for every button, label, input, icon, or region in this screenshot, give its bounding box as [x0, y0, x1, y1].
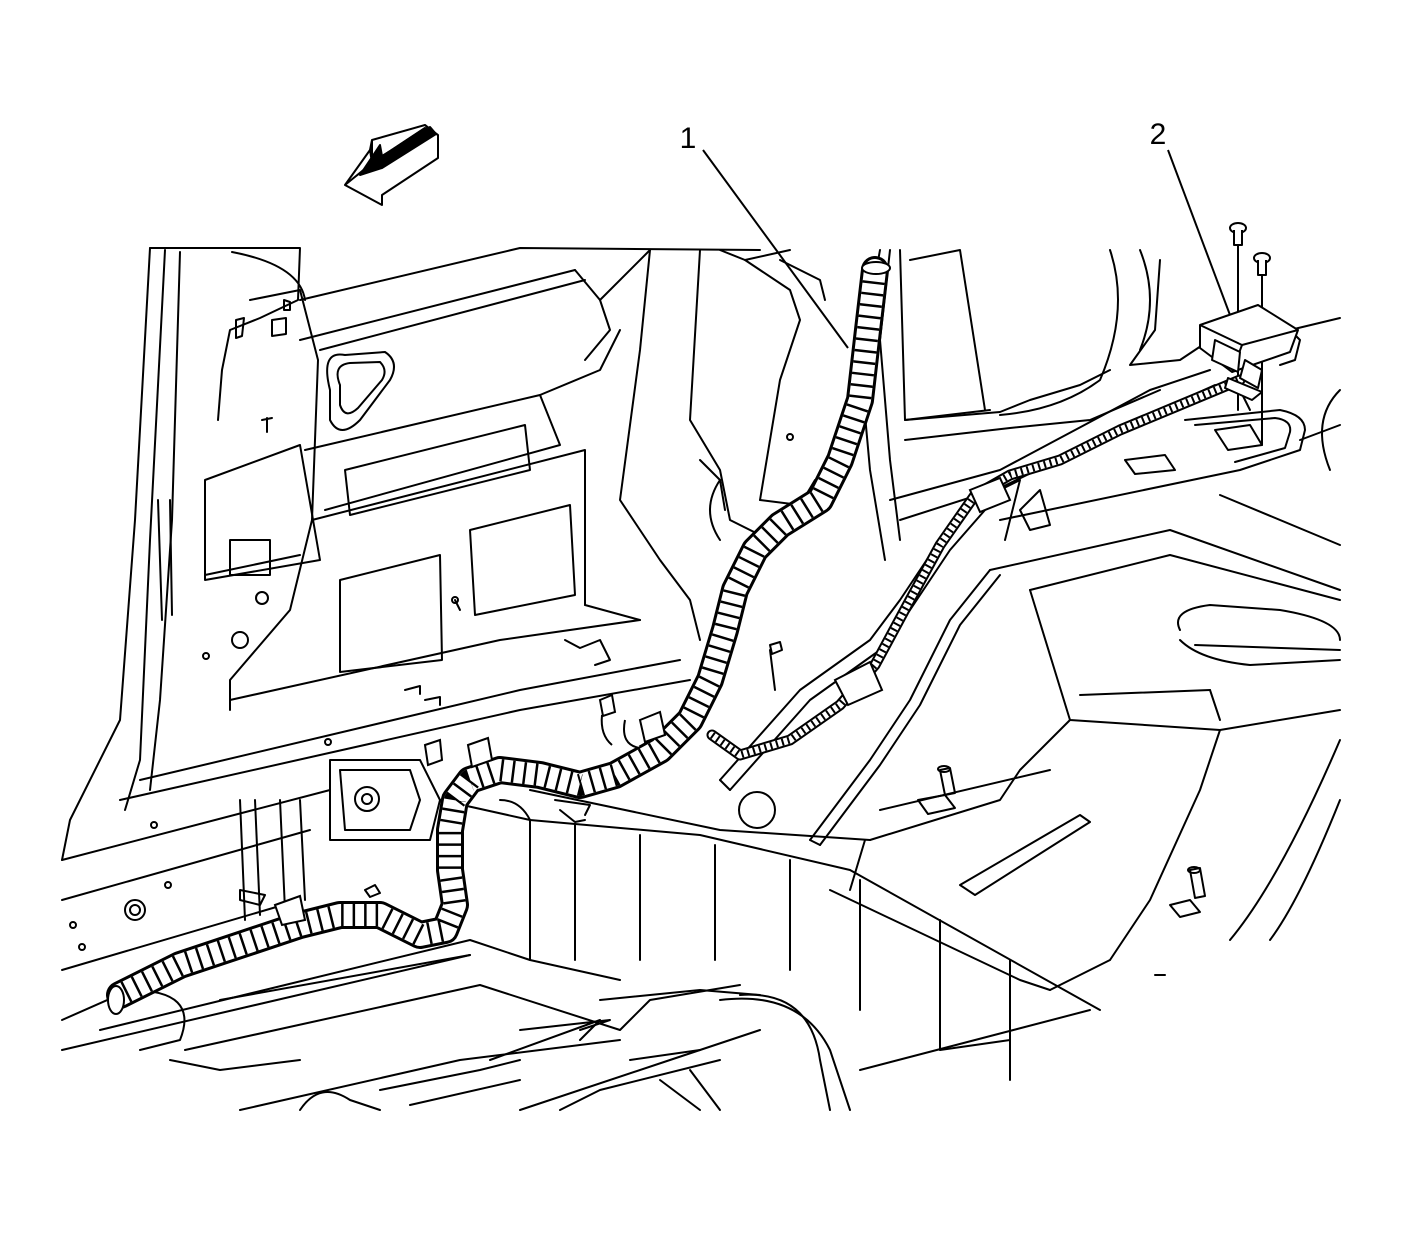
floor-rail [719, 499, 1001, 846]
rear-bulkhead [119, 247, 761, 801]
wiring-harness [106, 256, 1246, 1015]
rear-floor-pan [829, 409, 1341, 991]
harness-corrugation-ribs [115, 268, 886, 1005]
trunk-floor [61, 759, 1101, 1111]
module-assembly [1199, 222, 1299, 401]
harness-clips [273, 476, 1012, 927]
harness-conduit-outline [106, 256, 889, 1009]
lower-left-floor-details [69, 639, 611, 951]
right-quarter-panel [889, 249, 1341, 521]
callout-2-label: 2 [1150, 118, 1167, 151]
module-bolts [1229, 222, 1271, 276]
callout-1-leader [702, 149, 849, 349]
harness-conduit-fill [109, 259, 886, 1006]
callout-2-leader [1167, 149, 1231, 316]
callout-1: 1 [680, 122, 849, 349]
vehicle-body [61, 237, 1341, 1111]
callout-1-label: 1 [680, 122, 697, 155]
callout-2: 2 [1150, 118, 1231, 316]
floor-studs [738, 641, 1206, 918]
harness-branch-ribs [709, 376, 1242, 759]
front-direction-arrow-icon [344, 124, 439, 206]
